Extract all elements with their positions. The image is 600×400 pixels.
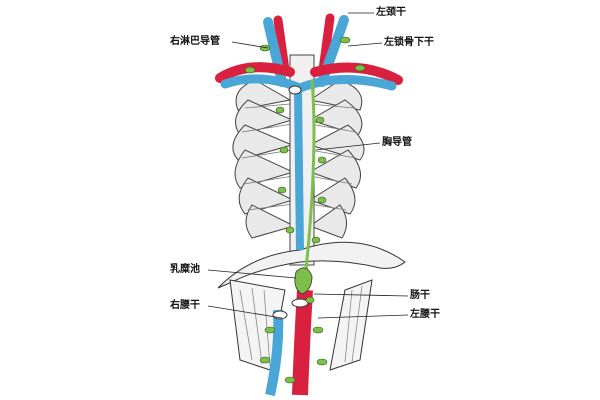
rib-6 — [245, 204, 296, 239]
lymph-node — [279, 146, 289, 154]
ribcage — [232, 79, 365, 239]
rib-11 — [308, 177, 356, 215]
diaphragm — [217, 241, 406, 289]
lymph-node — [315, 116, 325, 124]
lymph-node — [339, 36, 351, 44]
leader-left-lumbar-trunk — [317, 314, 409, 319]
lymph-node — [312, 326, 324, 334]
azygos-vein — [294, 89, 304, 251]
leader-thoracic-duct — [315, 142, 381, 151]
lymph-node — [259, 44, 271, 52]
lymph-node — [317, 156, 327, 164]
leader-lines — [207, 12, 409, 319]
thoracic-duct — [304, 79, 316, 271]
brachiocephalic-cut-end — [288, 85, 302, 95]
rib-10 — [308, 149, 361, 189]
right-carotid-artery — [273, 15, 290, 75]
leader-right-lymphatic-duct — [231, 41, 269, 49]
lymph-node — [305, 296, 315, 304]
label-cisterna-chyli: 乳糜池 — [170, 264, 200, 275]
lymph-node — [264, 326, 276, 334]
leader-intestinal-trunk — [313, 293, 409, 297]
leader-cisterna-chyli — [207, 269, 297, 279]
cisterna-chyli-shape — [294, 267, 313, 295]
lymph-node — [317, 196, 327, 204]
lymph-node — [354, 64, 366, 72]
rib-9 — [308, 124, 365, 161]
leader-right-lumbar-trunk — [207, 305, 283, 319]
vena-cava-cut-end — [291, 298, 309, 308]
leader-left-subclavian-trunk — [347, 42, 383, 47]
label-right-lymphatic-duct: 右淋巴导管 — [170, 36, 220, 47]
rib-hatching — [241, 103, 357, 211]
lymph-node — [244, 66, 256, 74]
label-left-subclavian-trunk: 左锁骨下干 — [384, 37, 434, 48]
rib-12 — [308, 204, 347, 239]
label-left-jugular-trunk: 左颈干 — [376, 7, 406, 18]
lymph-node — [284, 376, 296, 384]
lymph-nodes — [244, 36, 366, 384]
rib-4 — [234, 149, 295, 189]
label-right-lumbar-trunk: 右腰干 — [170, 300, 200, 311]
lymph-node — [285, 226, 295, 234]
label-intestinal-trunk: 肠干 — [410, 290, 430, 301]
lymph-node — [277, 186, 287, 194]
label-thoracic-duct: 胸导管 — [382, 137, 412, 148]
lymph-node — [311, 236, 321, 244]
lymph-node — [316, 358, 328, 366]
label-left-lumbar-trunk: 左腰干 — [410, 309, 440, 320]
right-psoas-muscle — [329, 279, 373, 371]
lymph-node — [275, 106, 285, 114]
lymph-node — [259, 356, 271, 364]
